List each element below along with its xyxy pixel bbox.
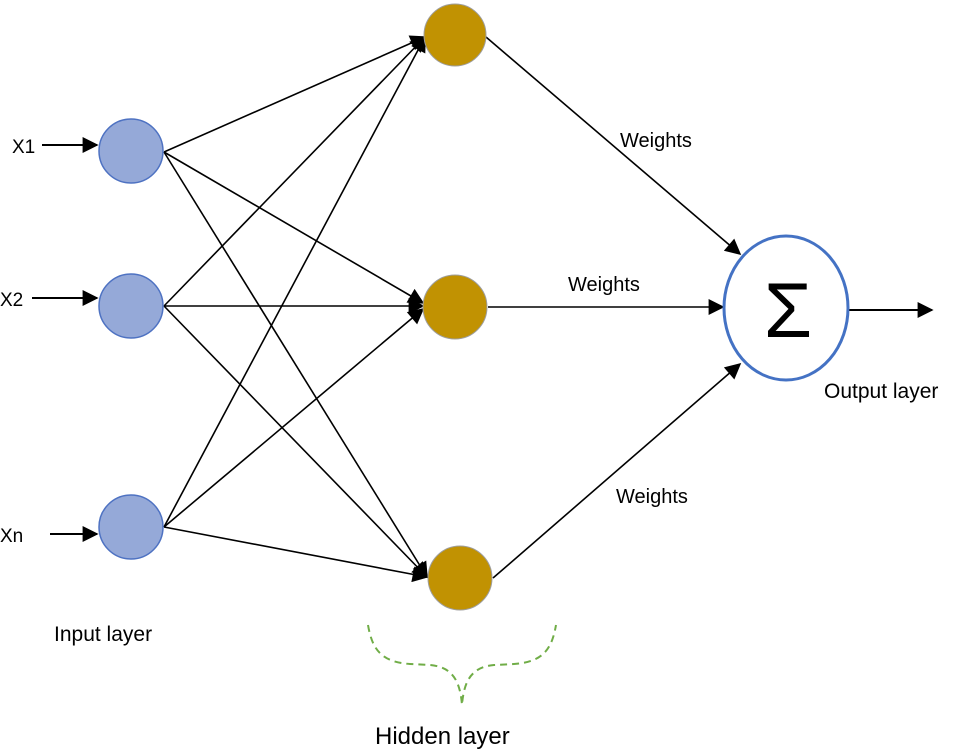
hidden-node-2 [422,274,488,340]
hidden-node-1 [423,3,487,67]
edge-x2-h1 [163,35,427,307]
input-layer-label: Input layer [54,623,152,646]
weights-label-middle: Weights [568,274,640,296]
input-to-hidden-edges [163,35,429,583]
edge-x1-h3 [163,151,428,579]
input-node-xn [98,494,164,560]
edge-h1-out [485,36,742,256]
edge-h3-out [492,362,742,579]
input-node-x1 [98,118,164,184]
output-node [722,234,850,382]
edge-xn-h1 [163,35,426,528]
input-node-x2 [98,273,164,339]
input-label-xn: Xn [0,526,23,547]
sum-symbol: Σ [764,266,812,354]
hidden-nodes [422,3,493,611]
input-nodes [98,118,164,560]
edge-xn-h3 [163,526,429,583]
weights-label-top: Weights [620,130,692,152]
edge-xn-h2 [163,307,425,528]
output-layer-label: Output layer [824,380,938,403]
edge-x1-h1 [163,35,427,153]
hidden-node-3 [427,545,493,611]
input-arrows [32,137,99,542]
input-label-x2: X2 [0,290,23,311]
input-label-x1: X1 [12,137,35,158]
edge-x1-h2 [163,151,425,304]
hidden-to-output-edges [485,36,742,579]
weights-label-bottom: Weights [616,486,688,508]
hidden-layer-brace [367,624,557,706]
hidden-layer-label: Hidden layer [375,723,510,750]
edge-x2-h3 [163,305,429,579]
